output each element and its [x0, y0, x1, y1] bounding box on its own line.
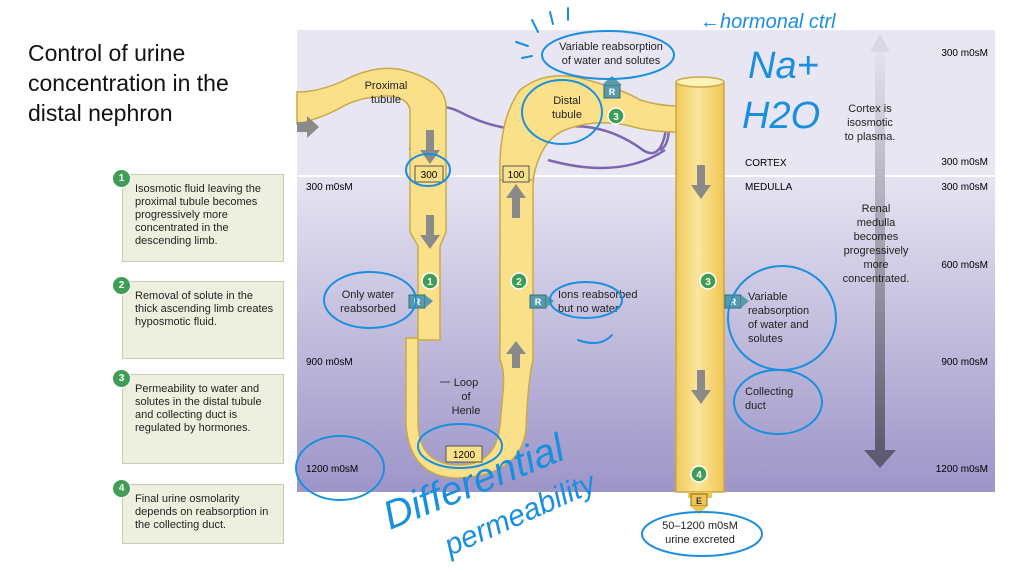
label-variable-side: Variable — [748, 291, 788, 303]
svg-text:Henle: Henle — [452, 405, 481, 417]
label-urine-excreted: 50–1200 m0sM — [662, 520, 738, 532]
osmolarity-scale-arrow — [864, 34, 896, 468]
svg-text:tubule: tubule — [552, 109, 582, 121]
osm-left-300: 300 m0sM — [306, 182, 353, 193]
annotation-h2o: H2O — [742, 95, 820, 137]
step-badge-2: 2 — [112, 276, 131, 295]
annotation-na: Na+ — [748, 45, 819, 87]
label-renal-medulla: Renal — [862, 203, 891, 215]
label-loop-of-henle: Loop — [454, 377, 478, 389]
step-box-1: 1 Isosmotic fluid leaving the proximal t… — [112, 169, 284, 262]
step-badge-1: 1 — [112, 169, 131, 188]
svg-text:R: R — [535, 297, 542, 307]
label-collecting-duct: Collecting — [745, 386, 793, 398]
osm-right-300-top: 300 m0sM — [941, 48, 988, 59]
svg-text:2: 2 — [516, 277, 522, 288]
reabsorption-markers: R R R R E — [408, 76, 749, 514]
label-cortex-note: Cortex is — [848, 103, 892, 115]
step-box-2: 2 Removal of solute in the thick ascendi… — [112, 276, 284, 359]
label-distal: Distal — [553, 95, 581, 107]
svg-text:but no water: but no water — [558, 303, 619, 315]
svg-text:R: R — [609, 87, 616, 97]
step-box-4: 4 Final urine osmolarity depends on reab… — [112, 479, 284, 544]
osm-right-300-medulla: 300 m0sM — [941, 182, 988, 193]
svg-text:progressively: progressively — [844, 245, 909, 257]
label-only-water: Only water — [342, 289, 395, 301]
osm-left-900: 900 m0sM — [306, 357, 353, 368]
svg-text:R: R — [414, 297, 421, 307]
value-1200: 1200 — [453, 450, 476, 461]
svg-text:reabsorbed: reabsorbed — [340, 303, 396, 315]
annotation-hormonal: ←hormonal ctrl — [700, 11, 836, 33]
label-ions-reabsorbed: Ions reabsorbed — [558, 289, 638, 301]
svg-text:reabsorption: reabsorption — [748, 305, 809, 317]
svg-text:E: E — [696, 496, 702, 506]
svg-text:of: of — [461, 391, 471, 403]
svg-text:of water and solutes: of water and solutes — [562, 55, 661, 67]
osm-right-900: 900 m0sM — [941, 357, 988, 368]
svg-text:concentrated.: concentrated. — [843, 273, 910, 285]
svg-text:4: 4 — [696, 470, 702, 481]
svg-text:to plasma.: to plasma. — [845, 131, 896, 143]
diagram-step-badges: 1 2 3 3 4 — [421, 107, 717, 483]
svg-text:duct: duct — [745, 400, 766, 412]
step-box-3: 3 Permeability to water and solutes in t… — [112, 369, 284, 464]
page-title: Control of urine concentration in the di… — [28, 40, 229, 126]
value-100: 100 — [508, 170, 525, 181]
proximal-tubule — [296, 67, 447, 341]
zone-medulla-label: MEDULLA — [745, 182, 793, 193]
svg-text:of water and: of water and — [748, 319, 809, 331]
svg-text:3: 3 — [613, 112, 619, 123]
svg-text:1: 1 — [427, 277, 433, 288]
svg-text:urine excreted: urine excreted — [665, 534, 735, 546]
osm-right-300-cortex: 300 m0sM — [941, 157, 988, 168]
svg-text:becomes: becomes — [854, 231, 899, 243]
value-300: 300 — [421, 170, 438, 181]
step-badge-3: 3 — [112, 369, 131, 388]
collecting-duct — [675, 81, 725, 493]
label-proximal: Proximal — [365, 80, 408, 92]
svg-text:solutes: solutes — [748, 333, 783, 345]
svg-text:3: 3 — [705, 277, 711, 288]
handwritten-annotations — [295, 7, 837, 557]
label-variable-top: Variable reabsorption — [559, 41, 663, 53]
svg-text:isosmotic: isosmotic — [847, 117, 893, 129]
osm-right-1200: 1200 m0sM — [936, 464, 988, 475]
svg-text:tubule: tubule — [371, 94, 401, 106]
osm-left-1200: 1200 m0sM — [306, 464, 358, 475]
distal-tubule — [499, 75, 679, 181]
svg-text:medulla: medulla — [857, 217, 896, 229]
osm-right-600: 600 m0sM — [941, 260, 988, 271]
svg-text:more: more — [863, 259, 888, 271]
zone-cortex-label: CORTEX — [745, 158, 787, 169]
svg-text:R: R — [730, 297, 737, 307]
step-badge-4: 4 — [112, 479, 131, 498]
